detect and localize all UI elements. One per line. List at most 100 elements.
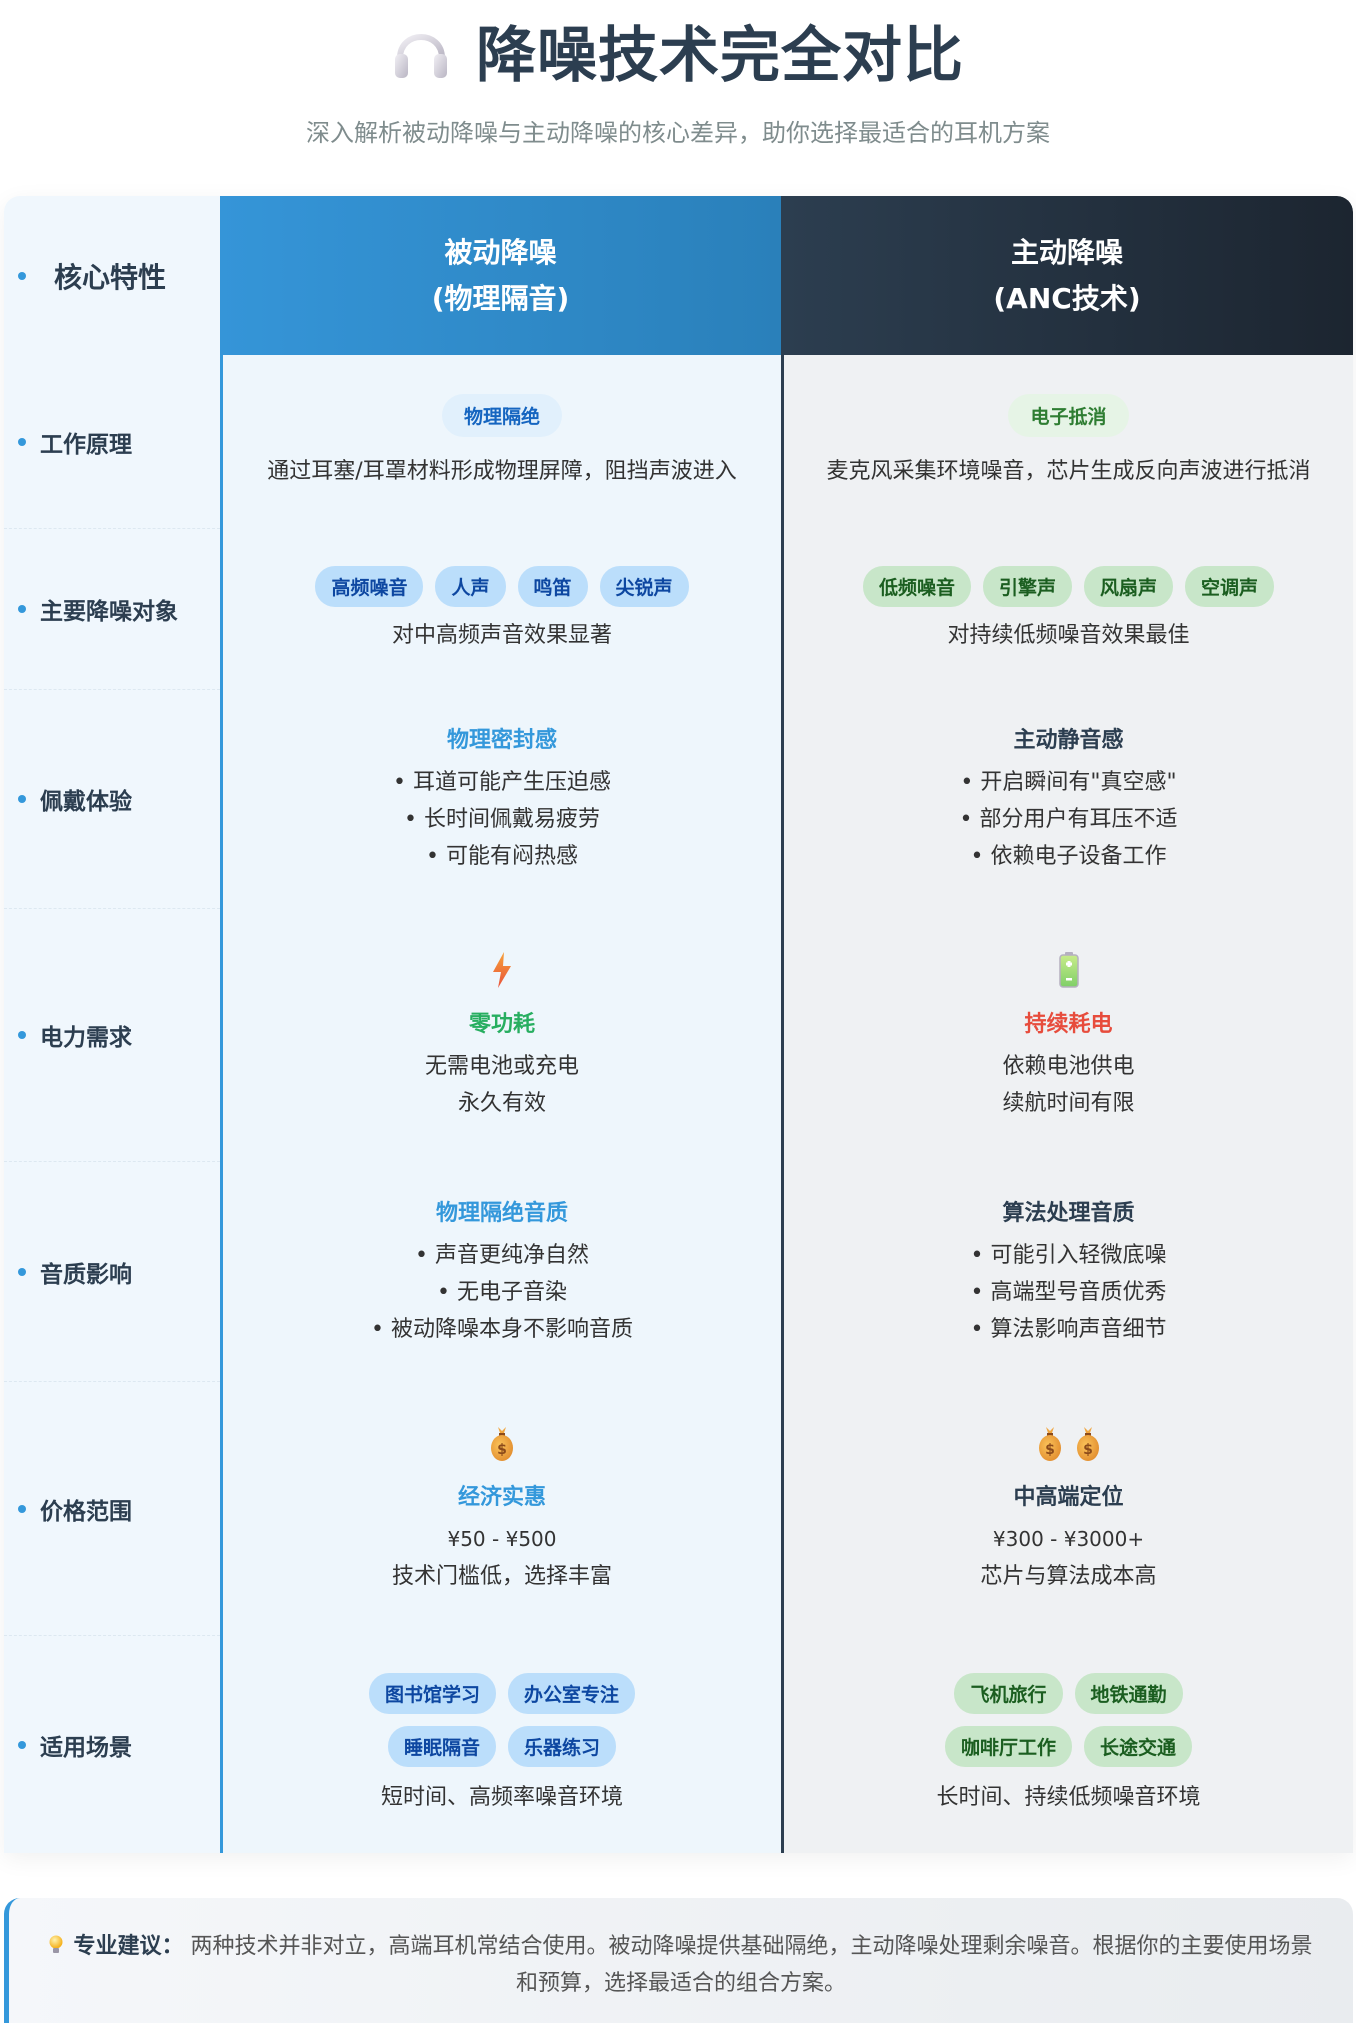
list-item: • 依赖电子设备工作 [970,844,1167,869]
row-comfort: 佩戴体验 物理密封感 • 耳道可能产生压迫感 • 长时间佩戴易疲劳 • 可能有闷… [4,690,1353,909]
pro-tip-box: 专业建议： 两种技术并非对立，高端耳机常结合使用。被动降噪提供基础隔绝，主动降噪… [4,1898,1353,2023]
active-header-title: 主动降噪 [1010,235,1123,269]
active-cell: 算法处理音质 • 可能引入轻微底噪 • 高端型号音质优秀 • 算法影响声音细节 [784,1162,1353,1382]
bullet-dot-icon [18,1504,26,1513]
row-principle: 工作原理 物理隔绝 通过耳塞/耳罩材料形成物理屏障，阻挡声波进入 电子抵消 麦克… [4,355,1353,529]
principle-text: 麦克风采集环境噪音，芯片生成反向声波进行抵消 [826,459,1311,484]
active-cell: 主动静音感 • 开启瞬间有"真空感" • 部分用户有耳压不适 • 依赖电子设备工… [784,690,1353,909]
tag: 睡眠隔音 [387,1726,496,1767]
active-cell: 低频噪音 引擎声 风扇声 空调声 对持续低频噪音效果最佳 [784,529,1353,690]
principle-pill: 物理隔绝 [441,394,562,437]
tag: 飞机旅行 [954,1673,1063,1714]
passive-cell: 图书馆学习 办公室专注 睡眠隔音 乐器练习 短时间、高频率噪音环境 [223,1636,781,1853]
tip-label: 专业建议： [73,1934,184,1959]
bullet-dot-icon [18,271,26,280]
list-item: • 高端型号音质优秀 [970,1279,1167,1305]
targets-text: 对中高频声音效果显著 [391,622,612,648]
active-column-header: 主动降噪 (ANC技术) [781,196,1353,355]
corner-label: 核心特性 [54,260,167,294]
active-column [781,196,1353,1853]
price-note: 技术门槛低，选择丰富 [391,1564,612,1589]
comfort-heading: 主动静音感 [1013,728,1124,753]
list-item: • 部分用户有耳压不适 [959,807,1178,832]
row-label: 佩戴体验 [4,690,220,909]
list-item: • 可能引入轻微底噪 [970,1242,1167,1268]
price-heading: 中高端定位 [1013,1485,1124,1510]
power-heading: 零功耗 [468,1011,535,1037]
scenario-text: 短时间、高频率噪音环境 [380,1785,623,1810]
principle-pill: 电子抵消 [1008,394,1129,437]
active-cell: 飞机旅行 地铁通勤 咖啡厅工作 长途交通 长时间、持续低频噪音环境 [784,1636,1353,1853]
feature-column [4,196,220,1853]
scenario-tags-row: 图书馆学习 办公室专注 [368,1673,636,1714]
svg-text:$: $ [1045,1442,1055,1458]
row-label: 工作原理 [4,355,220,529]
row-label-text: 适用场景 [40,1734,132,1761]
tag: 风扇声 [1084,565,1174,607]
tag: 咖啡厅工作 [944,1726,1072,1767]
power-lines: 无需电池或充电 永久有效 [425,1048,579,1122]
tag: 乐器练习 [508,1726,617,1767]
svg-text:$: $ [1083,1442,1093,1458]
tag-list: 低频噪音 引擎声 风扇声 空调声 [862,565,1275,607]
power-line: 永久有效 [457,1090,546,1116]
tag: 地铁通勤 [1074,1673,1183,1714]
passive-header-title: 被动降噪 [444,235,557,269]
headphone-icon [395,34,447,78]
scenario-tags-row: 咖啡厅工作 长途交通 [944,1726,1193,1767]
passive-cell: 物理隔绝 通过耳塞/耳罩材料形成物理屏障，阻挡声波进入 [223,355,781,529]
svg-text:$: $ [497,1442,507,1458]
scenario-tags-row: 飞机旅行 地铁通勤 [954,1673,1183,1714]
passive-cell: 零功耗 无需电池或充电 永久有效 [223,909,781,1162]
money-bags-icon: $ $ [1038,1423,1100,1463]
row-label-text: 音质影响 [40,1261,132,1288]
scenario-tags-row: 睡眠隔音 乐器练习 [387,1726,617,1767]
passive-column [220,196,781,1853]
money-bag-icon: $ [490,1423,514,1463]
price-range: ¥50 - ¥500 [447,1527,557,1551]
comfort-heading: 物理密封感 [446,728,557,753]
power-heading: 持续耗电 [1024,1011,1113,1037]
bullet-dot-icon [18,605,26,613]
row-power: 电力需求 零功耗 无需电池或充电 永久有效 持续耗电 依赖电池供电 续航时间有限 [4,909,1353,1162]
list-item: • 耳道可能产生压迫感 [393,770,611,795]
page-title: 降噪技术完全对比 [476,20,964,91]
list-item: • 被动降噪本身不影响音质 [371,1316,633,1342]
row-sound: 音质影响 物理隔绝音质 • 声音更纯净自然 • 无电子音染 • 被动降噪本身不影… [4,1162,1353,1382]
power-line: 续航时间有限 [1002,1090,1135,1116]
tag: 长途交通 [1084,1726,1193,1767]
tag: 图书馆学习 [368,1673,496,1714]
comparison-table: 核心特性 被动降噪 (物理隔音) 主动降噪 (ANC技术) 工作原理 物理隔绝 … [4,196,1353,1853]
row-label-text: 价格范围 [40,1498,132,1525]
bullet-dot-icon [18,437,26,446]
targets-text: 对持续低频噪音效果最佳 [947,622,1190,648]
active-header-subtitle: (ANC技术) [993,281,1141,315]
tag: 鸣笛 [517,565,588,607]
row-label: 价格范围 [4,1382,220,1636]
row-scenarios: 适用场景 图书馆学习 办公室专注 睡眠隔音 乐器练习 短时间、高频率噪音环境 飞… [4,1636,1353,1853]
row-price: 价格范围 $ 经济实惠 ¥50 - ¥500 技术门槛低，选择丰富 $ $ 中高… [4,1382,1353,1636]
passive-cell: 物理密封感 • 耳道可能产生压迫感 • 长时间佩戴易疲劳 • 可能有闷热感 [223,690,781,909]
power-line: 无需电池或充电 [424,1053,579,1079]
list-item: • 长时间佩戴易疲劳 [404,807,600,832]
active-cell: 电子抵消 麦克风采集环境噪音，芯片生成反向声波进行抵消 [784,355,1353,529]
tag: 尖锐声 [599,565,689,607]
tag-list: 高频噪音 人声 鸣笛 尖锐声 [315,565,689,607]
comfort-list: • 开启瞬间有"真空感" • 部分用户有耳压不适 • 依赖电子设备工作 [960,764,1178,875]
row-label-text: 佩戴体验 [40,789,132,815]
scenario-text: 长时间、持续低频噪音环境 [936,1785,1201,1810]
sound-heading: 物理隔绝音质 [435,1200,568,1226]
price-heading: 经济实惠 [457,1485,546,1510]
power-line: 依赖电池供电 [1002,1053,1135,1079]
list-item: • 声音更纯净自然 [415,1242,589,1268]
passive-header-subtitle: (物理隔音) [431,281,570,315]
row-label: 主要降噪对象 [4,529,220,690]
sound-heading: 算法处理音质 [1002,1200,1135,1226]
tag: 低频噪音 [862,565,971,607]
passive-cell: 高频噪音 人声 鸣笛 尖锐声 对中高频声音效果显著 [223,529,781,690]
corner-header: 核心特性 [4,196,220,355]
tag: 引擎声 [982,565,1072,607]
bullet-dot-icon [18,1267,26,1276]
page-subtitle: 深入解析被动降噪与主动降噪的核心差异，助你选择最适合的耳机方案 [306,119,1050,147]
row-label: 电力需求 [4,909,220,1162]
